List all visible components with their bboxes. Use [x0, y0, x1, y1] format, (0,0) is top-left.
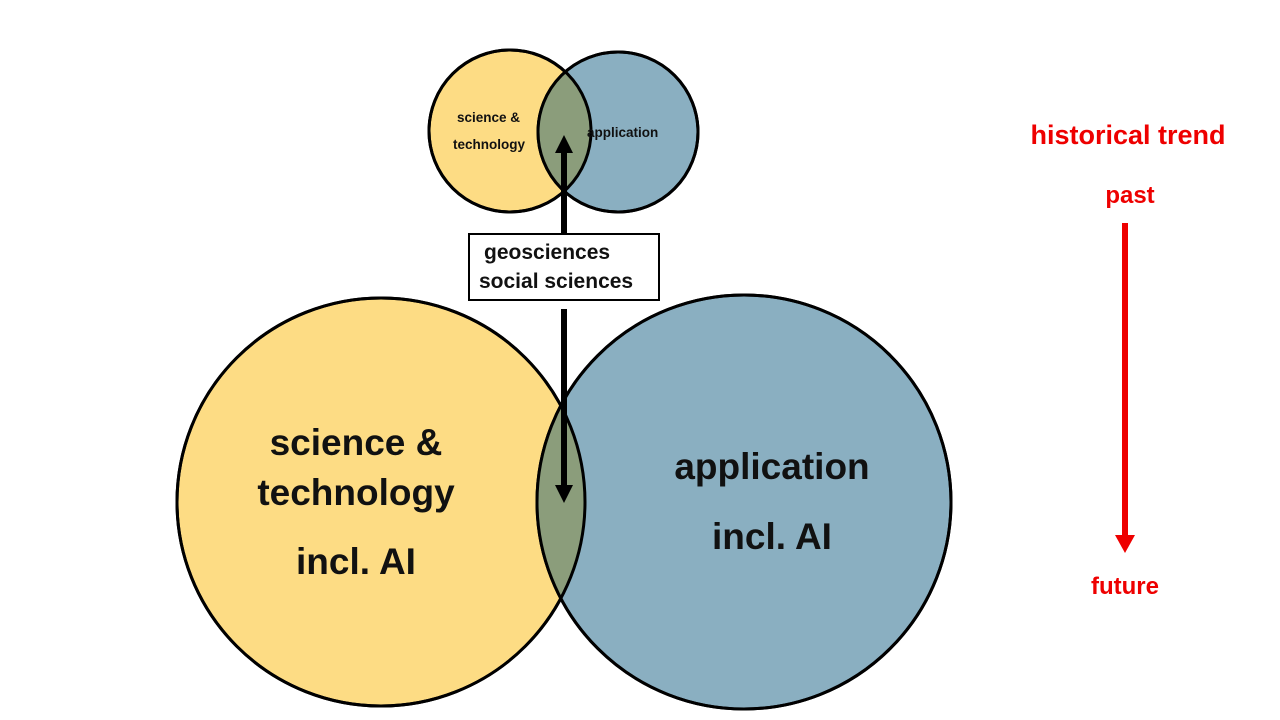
trend-arrow-head — [1115, 535, 1135, 553]
past-overlap — [538, 52, 591, 212]
past-venn: science & technology application — [427, 48, 700, 214]
overlap-arrow — [555, 135, 573, 503]
future-science-label-line2: technology — [257, 472, 455, 513]
future-venn: science & technology incl. AI applicatio… — [175, 293, 953, 711]
trend-past-label: past — [1105, 182, 1154, 209]
past-application-label: application — [587, 125, 658, 140]
future-science-label-line3: incl. AI — [296, 541, 416, 582]
past-science-label-line1: science & — [457, 110, 520, 125]
box-line-geosciences: geosciences — [484, 241, 610, 264]
trend-future-label: future — [1091, 573, 1159, 600]
future-science-label-line1: science & — [270, 422, 443, 463]
future-application-label-line1: application — [674, 446, 869, 487]
future-application-circle — [535, 293, 953, 711]
historical-trend: historical trend past future — [1030, 120, 1225, 600]
arrow-up-head — [555, 135, 573, 153]
discipline-box: geosciences social sciences — [468, 233, 660, 301]
box-line-social-sciences: social sciences — [479, 270, 633, 293]
future-application-label-line2: incl. AI — [712, 516, 832, 557]
trend-title: historical trend — [1030, 120, 1225, 150]
past-science-label-line2: technology — [453, 137, 525, 152]
arrow-down-head — [555, 485, 573, 503]
